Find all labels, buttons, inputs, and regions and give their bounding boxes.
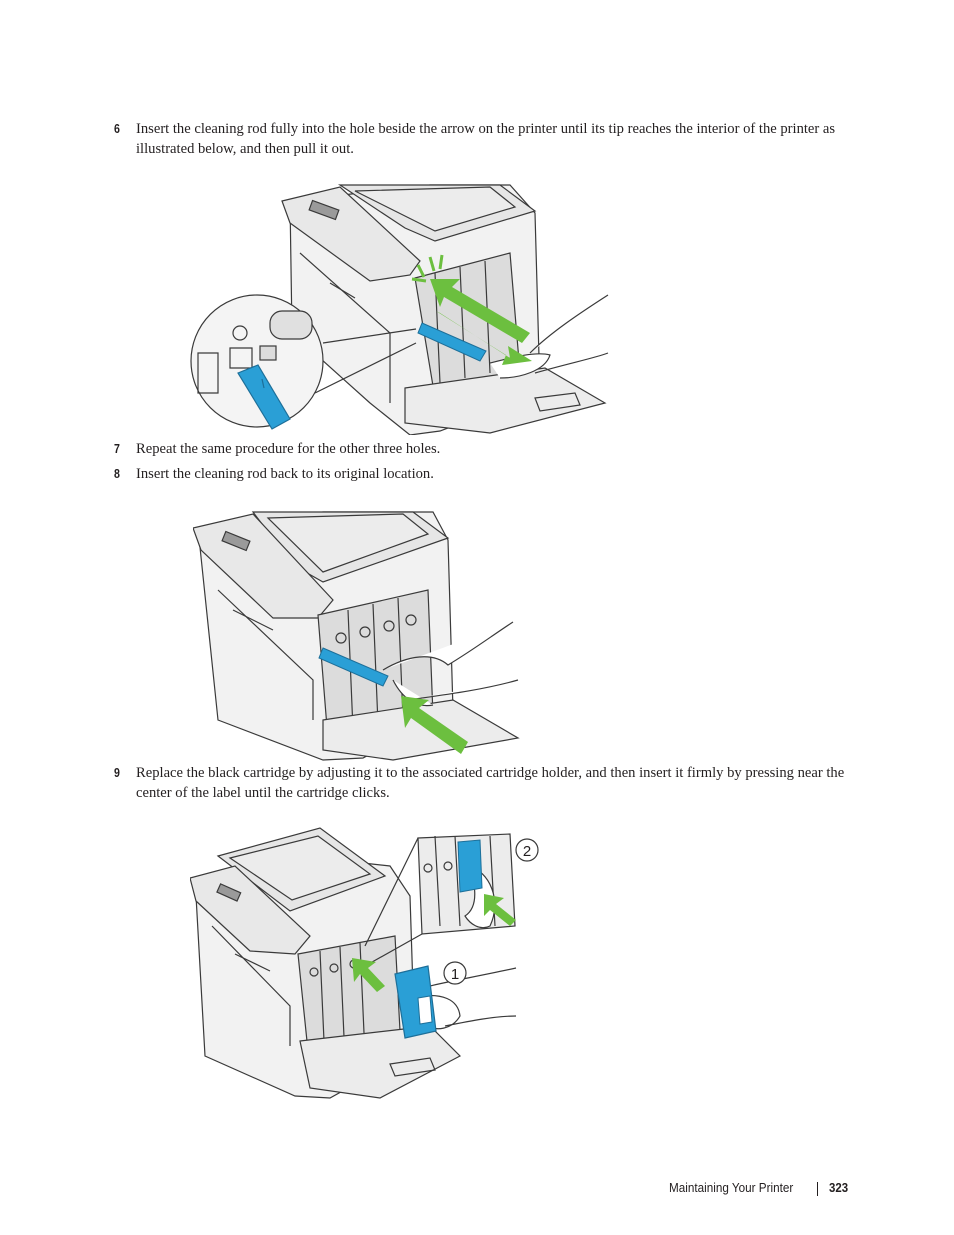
step-number: 7 bbox=[114, 442, 120, 456]
step-number: 6 bbox=[114, 122, 120, 136]
figure-return-cleaning-rod bbox=[193, 511, 520, 761]
step-text: Insert the cleaning rod fully into the h… bbox=[136, 121, 836, 157]
callout-1: 1 bbox=[451, 966, 459, 983]
figure-insert-cleaning-rod bbox=[190, 184, 609, 435]
page-number: 323 bbox=[829, 1180, 849, 1195]
step-number: 9 bbox=[114, 766, 120, 780]
step-text: Repeat the same procedure for the other … bbox=[136, 441, 441, 457]
step-text: Replace the black cartridge by adjusting… bbox=[136, 765, 845, 801]
footer-section-title: Maintaining Your Printer bbox=[669, 1180, 794, 1195]
callout-2: 2 bbox=[523, 843, 531, 860]
step-number: 8 bbox=[114, 467, 120, 481]
footer-separator bbox=[817, 1182, 818, 1196]
figure-replace-black-cartridge: 2 1 bbox=[190, 827, 539, 1099]
step-text: Insert the cleaning rod back to its orig… bbox=[136, 466, 434, 482]
